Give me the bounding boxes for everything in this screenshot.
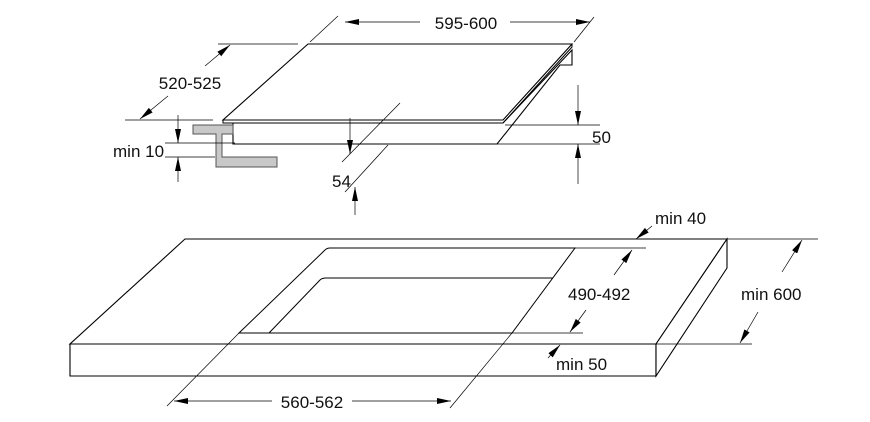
hob-glass-edge [222, 44, 573, 124]
dimension-worktop-depth: min 600 [656, 238, 818, 345]
label-hob-width: 595-600 [435, 14, 497, 33]
mounting-bracket [192, 124, 278, 168]
dimension-hob-total-height: 54 [332, 102, 401, 215]
dimension-hob-depth: 520-525 [125, 43, 298, 121]
label-worktop-depth: min 600 [741, 285, 801, 304]
label-min-50: min 50 [556, 355, 607, 374]
hob-glass-top [221, 43, 574, 121]
label-cutout-width: 560-562 [281, 393, 343, 412]
label-hob-depth: 520-525 [159, 74, 221, 93]
dimension-hob-height: 50 [497, 85, 611, 184]
dimension-min-50: min 50 [547, 344, 607, 374]
label-min-10: min 10 [113, 142, 164, 161]
worktop-side-face [655, 237, 728, 378]
dimension-min-40: min 40 [635, 209, 706, 240]
label-cutout-depth: 490-492 [568, 285, 630, 304]
cutout-outline [237, 247, 576, 334]
label-min-40: min 40 [655, 209, 706, 228]
dimension-min-10: min 10 [113, 115, 235, 182]
label-hob-height: 50 [592, 128, 611, 147]
dimension-hob-width: 595-600 [309, 14, 595, 43]
hob-drawing [192, 43, 574, 168]
label-hob-total-height: 54 [332, 172, 351, 191]
dimension-cutout-width: 560-562 [166, 332, 513, 412]
cutout-inner-edge [268, 277, 553, 334]
worktop-drawing [68, 237, 729, 378]
dimension-cutout-depth: 490-492 [512, 247, 646, 334]
